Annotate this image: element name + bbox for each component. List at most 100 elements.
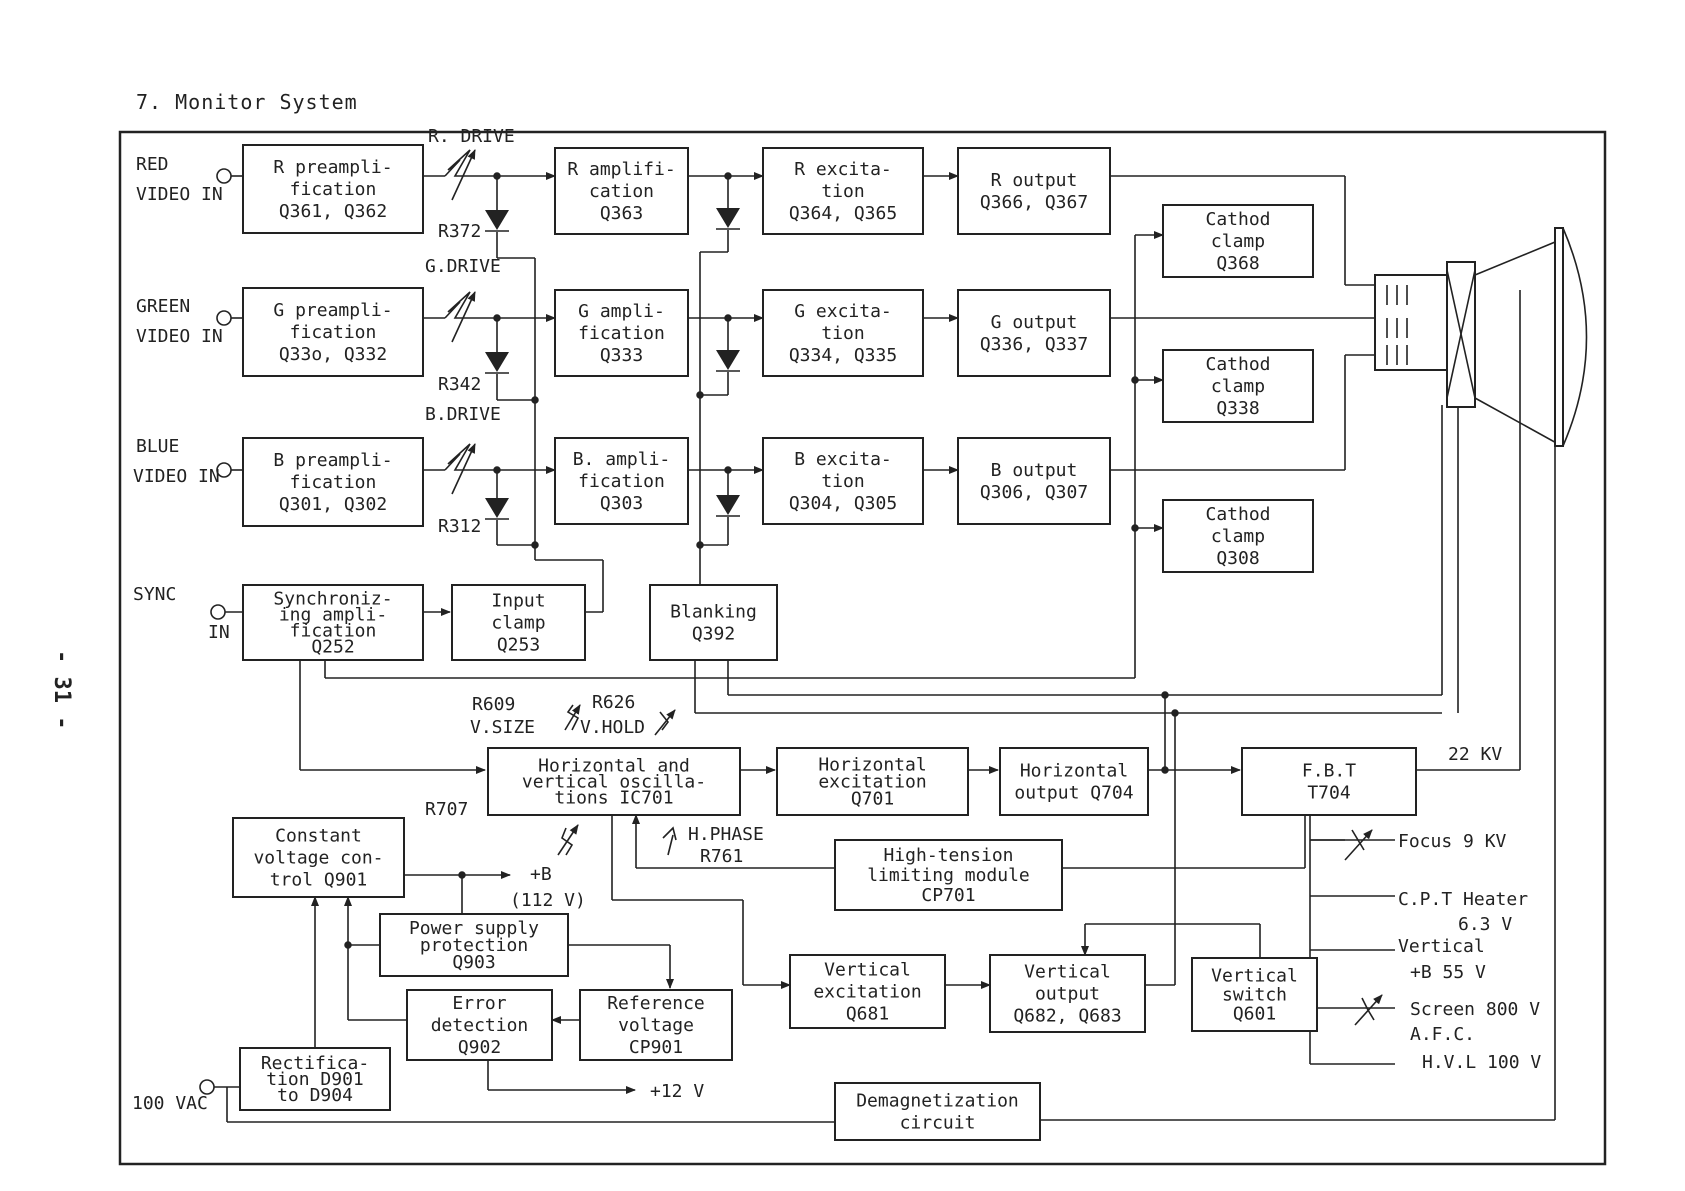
block-label: voltage	[618, 1015, 694, 1036]
block-label: cation	[589, 181, 654, 202]
variable-resistor-symbols	[444, 149, 1383, 1026]
block-label: Q368	[1216, 253, 1259, 274]
label-h-phase: H.PHASE	[688, 824, 764, 845]
block-label: Vertical	[1211, 966, 1298, 987]
label-v-hold: V.HOLD	[580, 717, 645, 738]
input-label-sync: SYNC	[133, 584, 176, 605]
block-label: High-tension	[883, 845, 1013, 866]
block-label: Horizontal	[818, 755, 926, 776]
label-r342: R342	[438, 374, 481, 395]
block-label: Demagnetization	[856, 1091, 1019, 1112]
block-label: Q903	[452, 952, 495, 973]
block-box	[232, 817, 405, 898]
block-box	[406, 989, 553, 1061]
block-box	[451, 584, 586, 661]
block-box	[242, 584, 424, 661]
block-box	[762, 437, 924, 525]
block-label: fication	[290, 472, 377, 493]
block-box	[834, 839, 1063, 911]
block-box	[379, 913, 569, 977]
block-box	[957, 437, 1111, 525]
block-label: fication	[290, 621, 377, 642]
block-label: voltage con-	[253, 848, 383, 869]
input-label-green: GREEN	[136, 296, 190, 317]
block-label: Q364, Q365	[789, 203, 897, 224]
block-label: circuit	[900, 1113, 976, 1134]
block-label: fication	[578, 471, 665, 492]
block-box	[1191, 957, 1318, 1032]
label-r-drive: R. DRIVE	[428, 126, 515, 147]
block-label: Q361, Q362	[279, 201, 387, 222]
block-box	[554, 147, 689, 235]
block-box	[579, 989, 733, 1061]
block-label: to D904	[277, 1085, 353, 1106]
block-box	[789, 954, 946, 1029]
block-box	[1162, 204, 1314, 278]
label-r707: R707	[425, 799, 468, 820]
block-label: tion	[821, 471, 864, 492]
block-box	[1162, 499, 1314, 573]
block-label: Q363	[600, 203, 643, 224]
block-box	[762, 147, 924, 235]
block-label: Horizontal and	[538, 756, 690, 777]
block-box	[242, 144, 424, 234]
block-label: Error	[452, 993, 506, 1014]
label-hvl: H.V.L 100 V	[1422, 1052, 1541, 1073]
block-label: protection	[420, 935, 528, 956]
input-label-sync: IN	[208, 622, 230, 643]
block-label: clamp	[1211, 526, 1265, 547]
block-label: tion	[821, 181, 864, 202]
label-v-size: V.SIZE	[470, 717, 535, 738]
input-label-blue: BLUE	[136, 436, 179, 457]
block-label: Cathod	[1205, 209, 1270, 230]
block-label: Reference	[607, 993, 705, 1014]
block-label: B excita-	[794, 449, 892, 470]
block-box	[487, 747, 741, 816]
block-label: trol Q901	[270, 870, 368, 891]
label-g-drive: G.DRIVE	[425, 256, 501, 277]
block-label: R preampli-	[273, 157, 392, 178]
junction-dots	[344, 172, 1179, 949]
block-label: Q333	[600, 345, 643, 366]
block-label: Power supply	[409, 918, 539, 939]
block-label: R excita-	[794, 159, 892, 180]
block-box	[242, 287, 424, 377]
label-plus-b: +B	[530, 864, 552, 885]
label-afc: A.F.C.	[1410, 1024, 1475, 1045]
label-r609: R609	[472, 694, 515, 715]
block-box	[989, 954, 1146, 1033]
label-r626: R626	[592, 692, 635, 713]
block-label: Q301, Q302	[279, 494, 387, 515]
block-box	[957, 147, 1111, 235]
page-number: - 31 -	[49, 650, 74, 729]
block-label: G excita-	[794, 301, 892, 322]
label-plus12: +12 V	[650, 1081, 704, 1102]
block-box	[649, 584, 778, 661]
block-label: CP901	[629, 1037, 683, 1058]
label-v112: (112 V)	[510, 890, 586, 911]
connection-lines	[199, 168, 1556, 1123]
diode-symbols	[485, 208, 740, 520]
